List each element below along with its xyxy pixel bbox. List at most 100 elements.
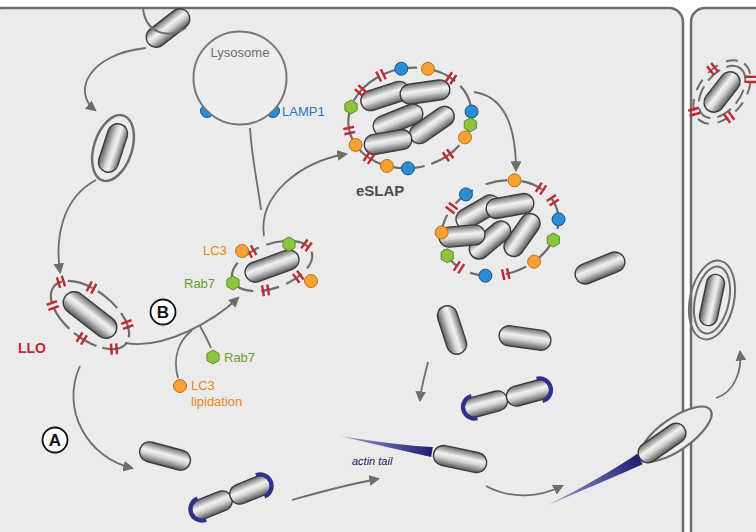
pathway-arrow: [59, 180, 96, 272]
llo-pore: [62, 276, 65, 287]
actin-comet-tail: [548, 454, 643, 505]
lc3-marker: [458, 131, 471, 144]
rab7-marker: [345, 100, 357, 114]
llo-pore: [47, 301, 57, 305]
membrane: [428, 164, 572, 291]
llo-pore: [77, 333, 83, 342]
llo-pore: [450, 75, 456, 84]
llo-pore: [293, 274, 300, 283]
lc3-marker: [380, 160, 393, 173]
pathway-arrow: [73, 366, 132, 468]
llo-pore: [724, 114, 730, 123]
membrane: [225, 231, 319, 301]
llo-pore: [745, 81, 756, 84]
membrane-invagination: [143, 9, 186, 34]
llo-pore: [446, 207, 455, 214]
pathway-arrow: [474, 92, 516, 170]
bacterium: [432, 444, 489, 475]
llo-pore: [707, 66, 714, 75]
llo-pore: [443, 152, 449, 161]
llo-pore: [115, 343, 118, 354]
label-holder: LC3 lipidation: [191, 378, 257, 409]
llo-pore: [110, 344, 113, 355]
lc3-marker: [421, 62, 434, 75]
llo-pore: [121, 320, 131, 324]
llo-pore: [547, 195, 556, 201]
bacterium: [460, 387, 510, 421]
membrane: [39, 268, 141, 362]
bacterium: [96, 121, 130, 175]
llo-pore: [688, 108, 699, 111]
lc3-marker: [528, 255, 541, 268]
membrane: [632, 397, 719, 471]
host-cell: [0, 8, 683, 532]
llo-pore: [376, 72, 381, 82]
lamp1-marker: [395, 62, 408, 75]
bacterium: [187, 486, 236, 524]
label-holder: Rab7: [224, 350, 255, 366]
bacterium: [634, 419, 690, 466]
llo-pore: [550, 199, 559, 205]
pathway-arrow: [420, 362, 428, 400]
llo-pore: [343, 127, 354, 129]
structure-label: actin tail: [352, 455, 392, 468]
membrane: [689, 57, 754, 126]
pathway-arrow: [263, 154, 346, 236]
organelle-label: Lysosome: [192, 46, 288, 59]
process-label: LC3 lipidation: [191, 378, 257, 409]
lc3-marker: [349, 138, 362, 151]
lamp1-marker: [465, 105, 478, 118]
pathway-letter: B: [149, 298, 177, 326]
llo-pore: [355, 89, 363, 96]
membrane: [682, 49, 756, 134]
pathway-arrow: [176, 330, 192, 378]
bacterium: [142, 5, 194, 52]
llo-pore: [91, 284, 96, 294]
marker-label: Rab7: [224, 350, 255, 366]
llo-pore: [502, 269, 504, 280]
compartment-label: eSLAP: [356, 182, 404, 200]
pathway-arrow: [125, 298, 238, 344]
llo-pore: [540, 185, 546, 194]
llo-pore: [690, 113, 701, 116]
marker-label: LAMP1: [282, 104, 325, 120]
lc3-marker: [174, 380, 187, 393]
lc3-marker: [236, 245, 249, 258]
lamp1-marker: [401, 162, 414, 175]
llo-pore: [48, 306, 58, 310]
lamp1-marker: [479, 269, 492, 282]
llo-pore: [507, 268, 509, 279]
llo-pore: [251, 245, 257, 254]
node-outline: [192, 30, 288, 126]
llo-pore: [446, 72, 452, 81]
bacterium: [226, 471, 275, 509]
llo-pore: [536, 183, 542, 192]
llo-pore: [458, 264, 464, 273]
llo-pore: [381, 69, 386, 79]
label-holder: Rab7: [184, 276, 215, 292]
membrane: [688, 263, 735, 337]
llo-pore: [262, 285, 264, 296]
bacterium: [700, 68, 744, 117]
toxin-label: LLO: [18, 340, 46, 357]
rab7-marker: [227, 276, 239, 290]
marker-label: Rab7: [184, 276, 215, 292]
llo-pore: [87, 281, 92, 291]
bacterium: [59, 287, 121, 343]
label-holder: actin tail: [352, 455, 392, 468]
marker-label: LC3: [203, 243, 227, 259]
llo-pore: [267, 284, 269, 295]
pathway-arrow: [486, 486, 562, 495]
bacterium: [406, 102, 458, 147]
pathway-arrow: [85, 48, 146, 110]
bacterium: [363, 128, 414, 156]
rab7-marker: [441, 249, 453, 263]
llo-pore: [745, 76, 756, 79]
membrane: [682, 256, 742, 343]
bacterium: [504, 376, 554, 410]
bacterium: [435, 303, 469, 357]
llo-pore: [454, 261, 460, 270]
bacterium: [137, 440, 192, 473]
rab7-marker: [207, 350, 219, 364]
